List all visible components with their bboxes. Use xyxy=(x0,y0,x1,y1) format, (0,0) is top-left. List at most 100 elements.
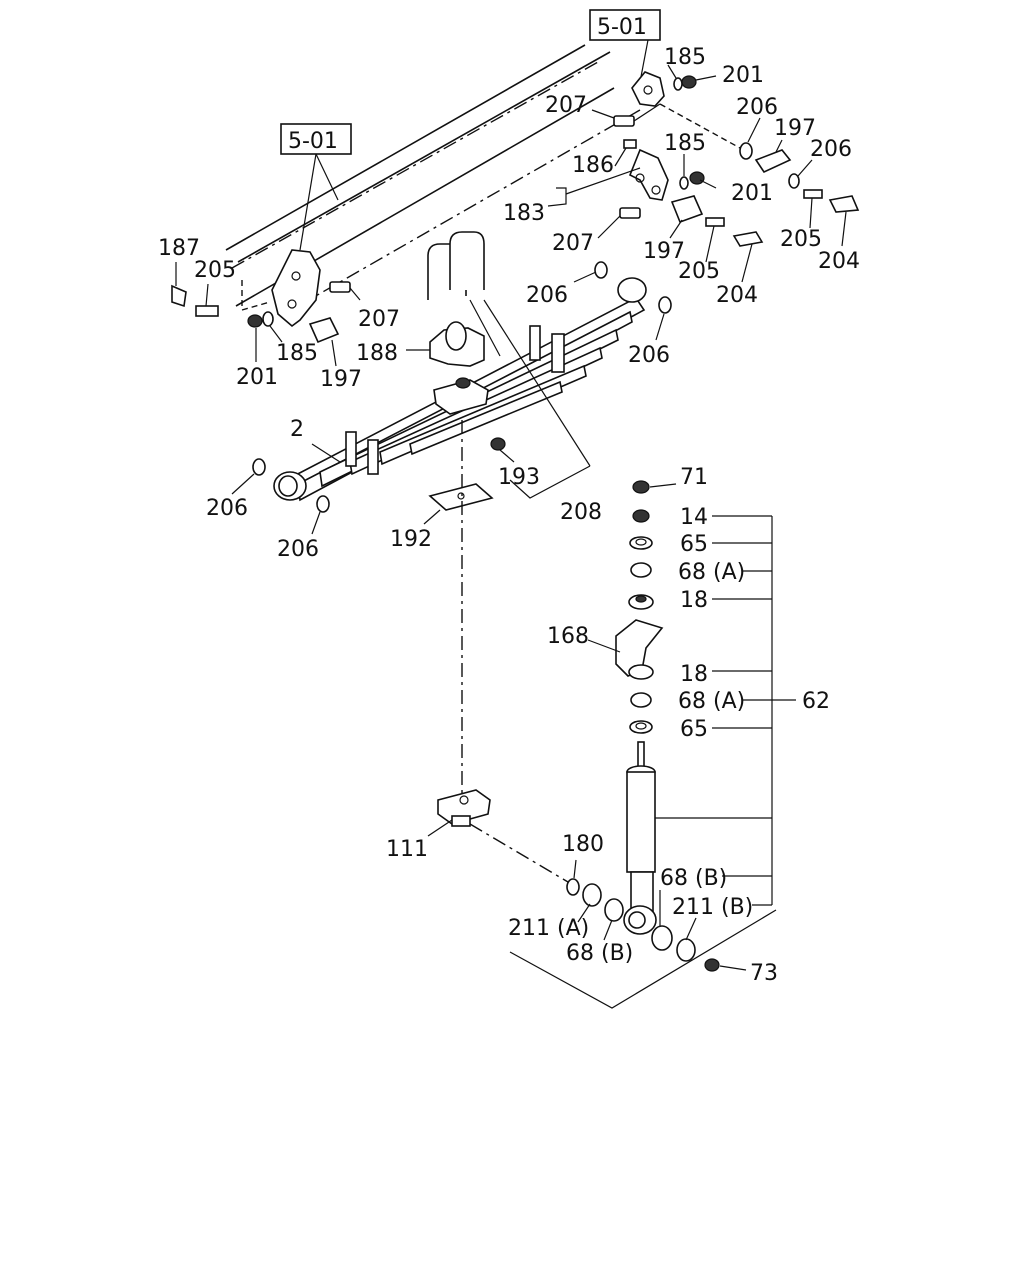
label-111: 111 xyxy=(386,837,428,862)
label-197a: 197 xyxy=(774,116,816,141)
bolt-207a xyxy=(613,103,661,127)
shock-absorber xyxy=(623,741,657,935)
rear-hanger-bracket xyxy=(271,249,321,328)
label-206d: 206 xyxy=(628,343,670,368)
label-206b: 206 xyxy=(810,137,852,162)
washer-206c xyxy=(594,261,608,279)
washer-206a xyxy=(739,142,753,160)
pin-186 xyxy=(623,139,637,149)
leaf-spring-2 xyxy=(273,277,647,502)
label-71: 71 xyxy=(680,465,708,490)
grease-nipple-204a xyxy=(732,231,764,247)
label-68b2: 68 (B) xyxy=(566,941,633,966)
washer-65b xyxy=(629,720,653,734)
bushing-68b2 xyxy=(651,925,673,951)
svg-text:5-01: 5-01 xyxy=(597,15,647,40)
nut-73 xyxy=(704,958,720,972)
washer-206f xyxy=(316,495,330,513)
label-2: 2 xyxy=(290,417,304,442)
nut-71 xyxy=(632,480,650,494)
pin-197a xyxy=(754,149,792,174)
grease-nipple-205b xyxy=(803,189,823,199)
label-65a: 65 xyxy=(680,532,708,557)
washer-206e xyxy=(252,458,266,476)
pin-197b xyxy=(670,195,704,224)
label-211a: 211 (A) xyxy=(508,916,589,941)
label-201c: 201 xyxy=(236,365,278,390)
label-193: 193 xyxy=(498,465,540,490)
grease-nipple-205c xyxy=(195,305,219,317)
bushing-68a2 xyxy=(630,692,652,708)
label-197b: 197 xyxy=(643,239,685,264)
label-204a: 204 xyxy=(716,283,758,308)
bolt-207b xyxy=(619,207,641,219)
label-207a: 207 xyxy=(545,93,587,118)
label-206e: 206 xyxy=(206,496,248,521)
washer-180 xyxy=(566,878,580,896)
label-192: 192 xyxy=(390,527,432,552)
washer-206b xyxy=(788,173,800,189)
label-201b: 201 xyxy=(731,181,773,206)
washer-185a xyxy=(673,77,683,91)
leader-lines xyxy=(175,64,847,1009)
label-18b: 18 xyxy=(680,662,708,687)
label-201a: 201 xyxy=(722,63,764,88)
label-206a: 206 xyxy=(736,95,778,120)
nut-14 xyxy=(632,509,650,523)
flange-nut-201b xyxy=(689,171,705,185)
label-180: 180 xyxy=(562,832,604,857)
label-62: 62 xyxy=(802,689,830,714)
label-206f: 206 xyxy=(277,537,319,562)
shackle-183 xyxy=(628,148,669,201)
label-207b: 207 xyxy=(552,231,594,256)
bushing-68b1 xyxy=(604,898,624,922)
label-183: 183 xyxy=(503,201,545,226)
cup-18a xyxy=(628,594,654,610)
label-205b: 205 xyxy=(780,227,822,252)
flange-nut-201c xyxy=(247,314,263,328)
pin-197c xyxy=(308,317,340,344)
label-65b: 65 xyxy=(680,717,708,742)
label-185a: 185 xyxy=(664,45,706,70)
label-211b: 211 (B) xyxy=(672,895,753,920)
frame-rail xyxy=(225,44,641,307)
label-185b: 185 xyxy=(664,131,706,156)
ref-box-top[interactable]: 5-01 xyxy=(589,9,661,41)
label-68a1: 68 (A) xyxy=(678,560,745,585)
label-186: 186 xyxy=(572,153,614,178)
label-188: 188 xyxy=(356,341,398,366)
svg-text:5-01: 5-01 xyxy=(288,129,338,154)
washer-65a xyxy=(629,536,653,550)
label-205c: 205 xyxy=(194,258,236,283)
label-207c: 207 xyxy=(358,307,400,332)
label-185c: 185 xyxy=(276,341,318,366)
cup-18b xyxy=(628,664,654,680)
front-hanger-bracket xyxy=(631,71,665,107)
label-206c: 206 xyxy=(526,283,568,308)
label-204b: 204 xyxy=(818,249,860,274)
part-labels: 185 201 207 206 197 206 185 186 183 201 … xyxy=(158,45,860,986)
label-205a: 205 xyxy=(678,259,720,284)
u-bolt-208 xyxy=(427,231,485,300)
washer-206d xyxy=(658,296,672,314)
label-168: 168 xyxy=(547,624,589,649)
grease-nipple-187 xyxy=(171,284,187,308)
label-14: 14 xyxy=(680,505,708,530)
nut-193 xyxy=(490,437,506,451)
washer-185c xyxy=(262,311,274,327)
flange-nut-201a xyxy=(681,75,697,89)
label-68b1: 68 (B) xyxy=(660,866,727,891)
label-187: 187 xyxy=(158,236,200,261)
bolt-207c xyxy=(329,281,351,293)
label-68a2: 68 (A) xyxy=(678,689,745,714)
grease-nipple-204b xyxy=(828,195,860,213)
washer-211a xyxy=(582,883,602,907)
label-208: 208 xyxy=(560,500,602,525)
washer-211b xyxy=(676,938,696,962)
plate-192 xyxy=(428,483,494,511)
bumper-stopper-188 xyxy=(429,321,485,367)
washer-185b xyxy=(679,176,689,190)
ref-box-left[interactable]: 5-01 xyxy=(280,123,352,155)
bracket-111 xyxy=(437,789,491,827)
